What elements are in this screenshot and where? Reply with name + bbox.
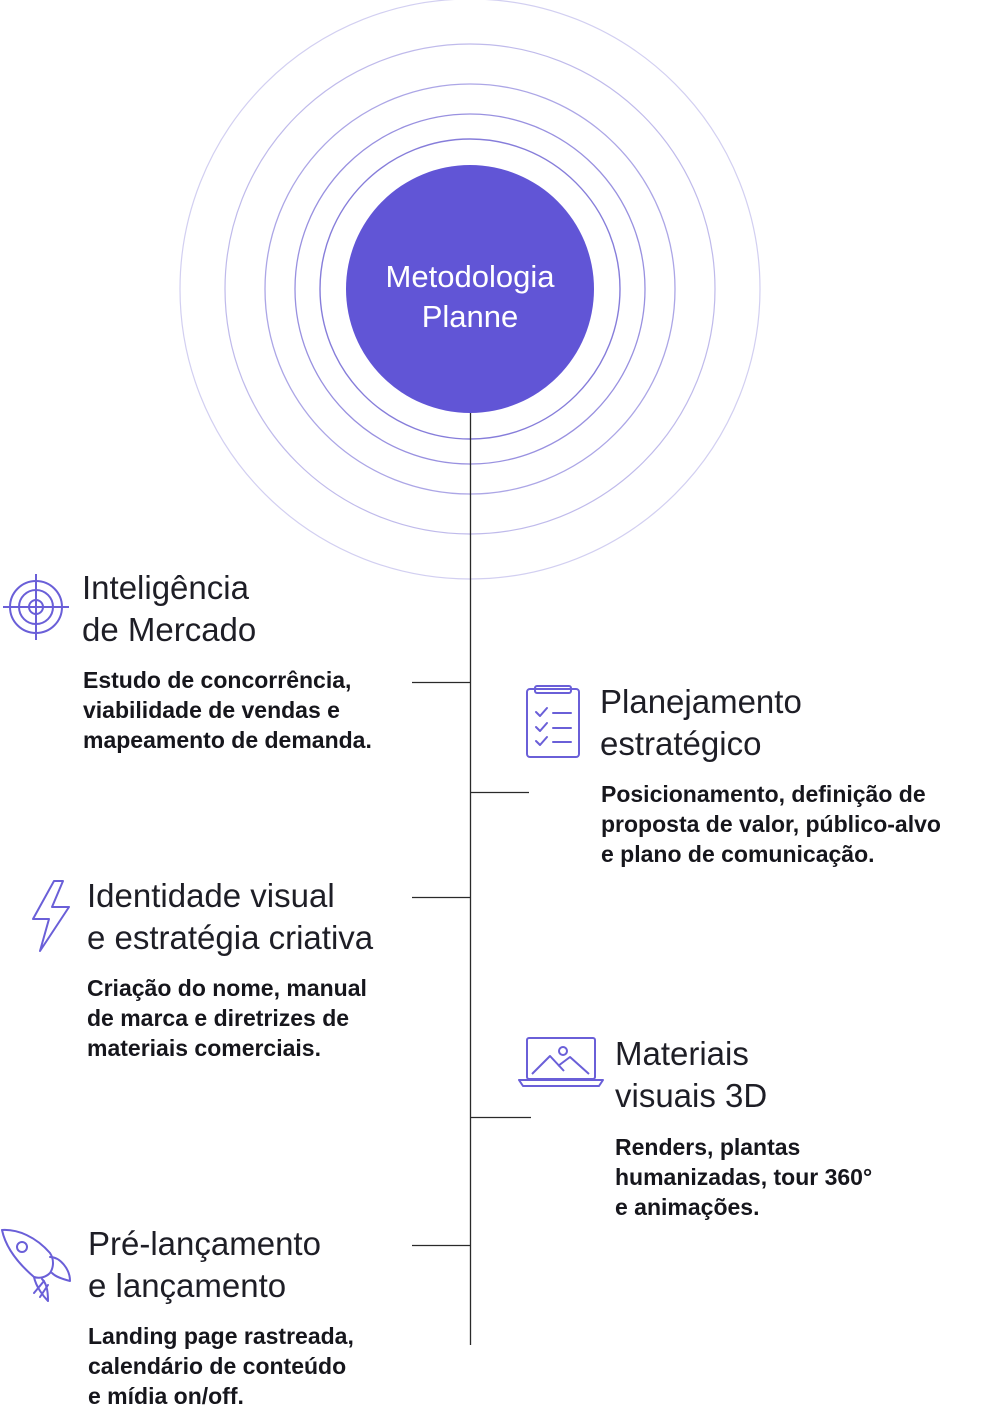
desc-line: e animações. [615, 1194, 760, 1220]
desc-line: de marca e diretrizes de [87, 1005, 350, 1031]
desc-line: Criação do nome, manual [87, 975, 367, 1001]
hub-label: Metodologia Planne [347, 257, 593, 337]
title-line: de Mercado [82, 611, 257, 648]
laptop-image-icon [518, 1036, 604, 1088]
step-title-planejamento: Planejamento estratégico [600, 681, 802, 765]
title-line: e lançamento [88, 1267, 287, 1304]
step-desc-identidade: Criação do nome, manual de marca e diret… [87, 973, 367, 1063]
desc-line: materiais comerciais. [87, 1035, 321, 1061]
step-title-lancamento: Pré-lançamento e lançamento [88, 1223, 321, 1307]
title-line: visuais 3D [615, 1077, 768, 1114]
desc-line: e plano de comunicação. [601, 841, 875, 867]
title-line: Inteligência [82, 569, 249, 606]
checklist-clipboard-icon [525, 685, 581, 759]
desc-line: calendário de conteúdo [88, 1353, 347, 1379]
title-line: Planejamento [600, 683, 802, 720]
desc-line: Landing page rastreada, [88, 1323, 354, 1349]
desc-line: Posicionamento, definição de [601, 781, 926, 807]
desc-line: humanizadas, tour 360° [615, 1164, 873, 1190]
step-desc-inteligencia: Estudo de concorrência, viabilidade de v… [83, 665, 372, 755]
step-title-materiais: Materiais visuais 3D [615, 1033, 767, 1117]
hub-label-line: Planne [421, 299, 519, 334]
title-line: estratégico [600, 725, 762, 762]
lightning-bolt-icon [30, 879, 72, 953]
step-desc-lancamento: Landing page rastreada, calendário de co… [88, 1321, 354, 1411]
desc-line: Estudo de concorrência, [83, 667, 352, 693]
step-title-identidade: Identidade visual e estratégia criativa [87, 875, 373, 959]
desc-line: Renders, plantas [615, 1134, 801, 1160]
step-desc-planejamento: Posicionamento, definição de proposta de… [601, 779, 941, 869]
desc-line: mapeamento de demanda. [83, 727, 372, 753]
title-line: Materiais [615, 1035, 749, 1072]
title-line: Identidade visual [87, 877, 335, 914]
desc-line: viabilidade de vendas e [83, 697, 340, 723]
title-line: e estratégia criativa [87, 919, 374, 956]
title-line: Pré-lançamento [88, 1225, 321, 1262]
desc-line: proposta de valor, público-alvo [601, 811, 941, 837]
desc-line: e mídia on/off. [88, 1383, 244, 1409]
hub-circle [346, 165, 594, 413]
hub-label-line: Metodologia [385, 259, 555, 294]
step-desc-materiais: Renders, plantas humanizadas, tour 360° … [615, 1132, 872, 1222]
step-title-inteligencia: Inteligência de Mercado [82, 567, 256, 651]
rocket-icon [0, 1227, 74, 1303]
target-icon [3, 573, 69, 641]
